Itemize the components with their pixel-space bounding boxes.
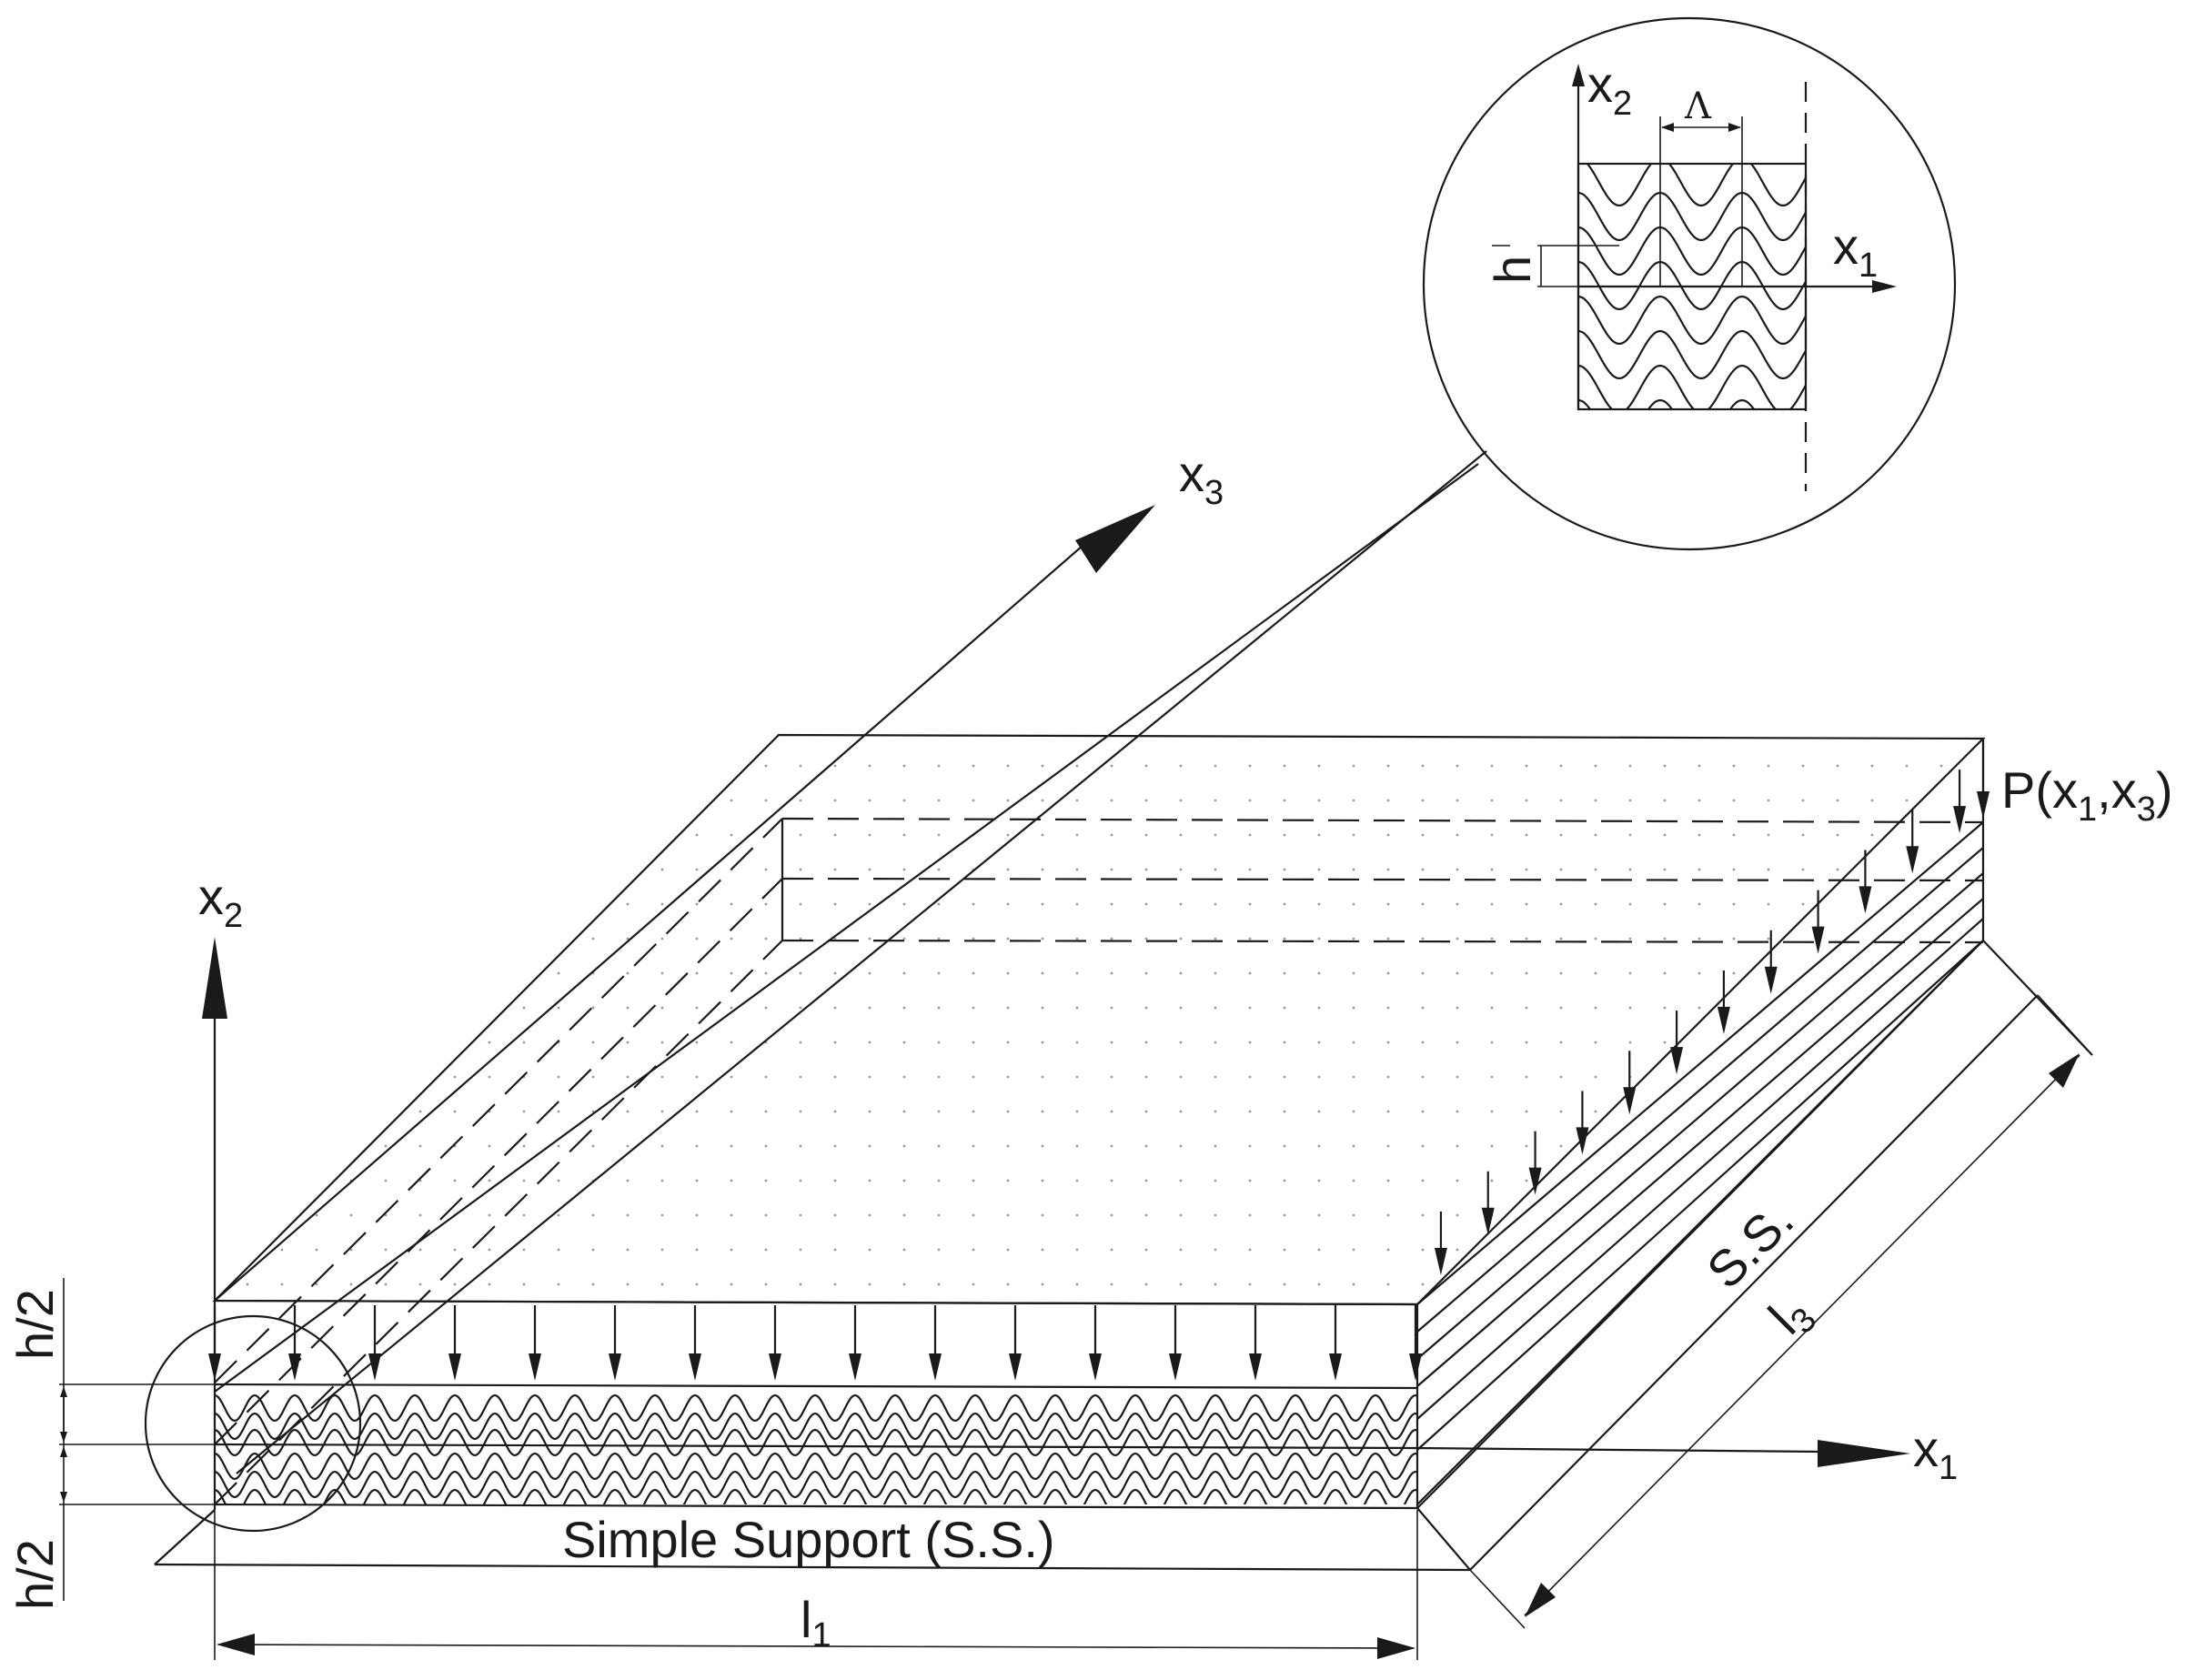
load-arrow bbox=[1089, 1305, 1102, 1381]
inset-circle bbox=[1422, 16, 1957, 551]
load-arrow-side bbox=[1906, 810, 1919, 874]
x2-axis bbox=[202, 937, 227, 1301]
load-arrow bbox=[288, 1305, 301, 1381]
plate-top-face bbox=[212, 733, 1986, 1306]
load-arrow-side bbox=[1670, 1011, 1684, 1075]
l1-dimension bbox=[214, 1510, 1418, 1660]
load-arrow-side bbox=[1576, 1091, 1589, 1155]
load-arrow bbox=[1409, 1305, 1422, 1381]
load-arrow-side bbox=[1859, 850, 1872, 914]
zoom-lines bbox=[214, 450, 1487, 1474]
inset-h-label: h bbox=[1484, 256, 1541, 284]
load-arrow-side bbox=[1528, 1131, 1542, 1195]
support-plane bbox=[154, 940, 2093, 1572]
front-fiber-wave bbox=[215, 1488, 1417, 1504]
inset-fiber-wave bbox=[1578, 191, 1806, 241]
inset-fiber-wave bbox=[1586, 164, 1806, 206]
front-fiber-wave bbox=[215, 1428, 1417, 1457]
front-fiber-wave bbox=[215, 1452, 1417, 1481]
half-thickness-top-label: h/2 bbox=[6, 1289, 64, 1360]
inset-detail bbox=[1422, 16, 1957, 551]
load-arrow-side bbox=[1811, 890, 1825, 954]
l3-dimension bbox=[1469, 994, 2093, 1629]
load-arrow bbox=[448, 1305, 461, 1381]
load-arrow bbox=[849, 1305, 861, 1381]
x2-axis-label: x2 bbox=[198, 868, 243, 935]
x1-axis-label: x1 bbox=[1913, 1420, 1958, 1487]
distributed-load-arrows bbox=[208, 739, 1990, 1381]
load-arrow bbox=[529, 1305, 541, 1381]
detail-circle-small bbox=[144, 1314, 362, 1533]
load-arrow bbox=[769, 1305, 781, 1381]
inset-lambda-label: Λ bbox=[1684, 86, 1712, 127]
front-fiber-wave bbox=[215, 1470, 1417, 1499]
plate-right-side-layers bbox=[1416, 739, 1985, 1505]
load-arrow bbox=[609, 1305, 621, 1381]
load-arrow-side bbox=[1953, 770, 1967, 834]
inset-fiber-wave bbox=[1578, 260, 1806, 310]
l1-label: l1 bbox=[801, 1591, 831, 1655]
simple-support-label: Simple Support (S.S.) bbox=[562, 1511, 1055, 1568]
inset-wavy-fibers bbox=[1578, 164, 1806, 409]
load-arrow bbox=[1169, 1305, 1182, 1381]
load-label: P(x1,x3) bbox=[2001, 761, 2173, 829]
inset-fiber-wave bbox=[1578, 295, 1806, 345]
inset-x1-label: x1 bbox=[1833, 217, 1878, 285]
x3-axis-label: x3 bbox=[1179, 445, 1224, 512]
front-fiber-wave bbox=[215, 1393, 1417, 1423]
load-arrow bbox=[208, 1305, 221, 1381]
load-arrow-side bbox=[1764, 930, 1778, 994]
inset-fiber-wave bbox=[1578, 329, 1806, 379]
load-arrow-corner bbox=[1977, 739, 1990, 819]
load-arrow-side bbox=[1481, 1171, 1495, 1235]
cross-section-dashed-box bbox=[214, 817, 1984, 1505]
plate-front-face bbox=[213, 1299, 1419, 1510]
l3-label: l3 bbox=[1758, 1283, 1824, 1349]
inset-fiber-wave bbox=[1578, 226, 1806, 276]
load-arrow-side bbox=[1717, 970, 1730, 1034]
load-arrow-side bbox=[1434, 1211, 1447, 1275]
load-arrow bbox=[1329, 1305, 1342, 1381]
load-arrow bbox=[929, 1305, 942, 1381]
front-fiber-wave bbox=[215, 1412, 1417, 1441]
inset-x2-label: x2 bbox=[1587, 55, 1632, 123]
load-arrow bbox=[368, 1305, 381, 1381]
simple-support-side-label: S.S. bbox=[1696, 1191, 1804, 1299]
x3-axis bbox=[214, 505, 1155, 1302]
load-arrow-side bbox=[1623, 1051, 1637, 1115]
half-thickness-bottom-label: h/2 bbox=[6, 1539, 64, 1610]
load-arrow bbox=[689, 1305, 701, 1381]
front-wavy-fibers bbox=[215, 1393, 1417, 1504]
load-arrow bbox=[1009, 1305, 1022, 1381]
thickness-dimension bbox=[59, 1278, 215, 1601]
load-arrow bbox=[1249, 1305, 1262, 1381]
inset-fiber-wave bbox=[1578, 364, 1806, 409]
x1-axis bbox=[1416, 1440, 1910, 1467]
